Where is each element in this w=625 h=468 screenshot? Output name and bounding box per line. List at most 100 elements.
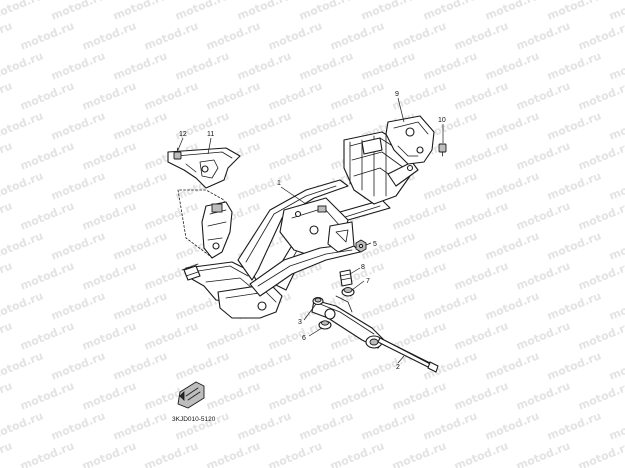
watermark-text: motod.ru: [0, 49, 45, 82]
watermark-text: motod.ru: [111, 109, 169, 142]
watermark-text: motod.ru: [204, 19, 262, 52]
collar-part-3: [312, 296, 324, 306]
bolt-part-12: [173, 147, 182, 160]
watermark-text: motod.ru: [421, 289, 479, 322]
watermark-text: motod.ru: [18, 319, 76, 352]
watermark-text: motod.ru: [18, 379, 76, 412]
watermark-text: motod.ru: [49, 49, 107, 82]
watermark-text: motod.ru: [173, 49, 231, 82]
watermark-text: motod.ru: [49, 349, 107, 382]
watermark-text: motod.ru: [0, 139, 14, 172]
watermark-text: motod.ru: [80, 139, 138, 172]
watermark-text: motod.ru: [390, 379, 448, 412]
watermark-text: motod.ru: [483, 49, 541, 82]
watermark-text: motod.ru: [483, 289, 541, 322]
watermark-text: motod.ru: [421, 409, 479, 442]
watermark-text: motod.ru: [576, 19, 625, 52]
watermark-text: motod.ru: [421, 229, 479, 262]
watermark-text: motod.ru: [452, 439, 510, 468]
watermark-text: motod.ru: [49, 289, 107, 322]
watermark-text: motod.ru: [0, 259, 14, 292]
watermark-text: motod.ru: [0, 319, 14, 352]
watermark-text: motod.ru: [328, 379, 386, 412]
bushing-part-6: [318, 320, 332, 330]
watermark-text: motod.ru: [0, 229, 45, 262]
front-direction-arrow-icon: [177, 381, 205, 409]
watermark-text: motod.ru: [607, 49, 625, 82]
main-frame-part-1: [237, 131, 419, 297]
watermark-text: motod.ru: [18, 139, 76, 172]
watermark-text: motod.ru: [576, 139, 625, 172]
watermark-text: motod.ru: [452, 79, 510, 112]
watermark-text: motod.ru: [49, 169, 107, 202]
watermark-text: motod.ru: [576, 79, 625, 112]
watermark-text: motod.ru: [49, 229, 107, 262]
callout-8: 8: [361, 264, 365, 271]
watermark-text: motod.ru: [483, 349, 541, 382]
watermark-text: motod.ru: [80, 439, 138, 468]
watermark-text: motod.ru: [607, 109, 625, 142]
watermark-text: motod.ru: [607, 0, 625, 23]
watermark-text: motod.ru: [483, 169, 541, 202]
watermark-text: motod.ru: [421, 169, 479, 202]
watermark-text: motod.ru: [235, 109, 293, 142]
watermark-text: motod.ru: [545, 229, 603, 262]
watermark-text: motod.ru: [18, 259, 76, 292]
watermark-text: motod.ru: [111, 0, 169, 23]
bolt-part-10: [438, 143, 447, 157]
watermark-text: motod.ru: [514, 79, 572, 112]
watermark-text: motod.ru: [514, 439, 572, 468]
callout-10: 10: [438, 117, 446, 124]
watermark-text: motod.ru: [483, 409, 541, 442]
watermark-text: motod.ru: [576, 439, 625, 468]
watermark-text: motod.ru: [173, 349, 231, 382]
watermark-text: motod.ru: [483, 109, 541, 142]
watermark-text: motod.ru: [235, 49, 293, 82]
watermark-text: motod.ru: [452, 319, 510, 352]
watermark-text: motod.ru: [49, 409, 107, 442]
watermark-text: motod.ru: [80, 379, 138, 412]
watermark-text: motod.ru: [142, 19, 200, 52]
bolt-part-2: [377, 337, 439, 373]
watermark-text: motod.ru: [0, 439, 14, 468]
watermark-text: motod.ru: [452, 259, 510, 292]
watermark-text: motod.ru: [235, 169, 293, 202]
watermark-text: motod.ru: [297, 0, 355, 23]
watermark-text: motod.ru: [359, 409, 417, 442]
watermark-text: motod.ru: [111, 409, 169, 442]
watermark-text: motod.ru: [266, 319, 324, 352]
watermark-text: motod.ru: [49, 109, 107, 142]
watermark-text: motod.ru: [204, 319, 262, 352]
watermark-text: motod.ru: [142, 199, 200, 232]
watermark-text: motod.ru: [0, 109, 45, 142]
callout-6: 6: [302, 335, 306, 342]
watermark-text: motod.ru: [297, 409, 355, 442]
watermark-text: motod.ru: [514, 19, 572, 52]
watermark-text: motod.ru: [576, 259, 625, 292]
watermark-text: motod.ru: [452, 199, 510, 232]
watermark-text: motod.ru: [80, 79, 138, 112]
watermark-text: motod.ru: [80, 19, 138, 52]
watermark-text: motod.ru: [0, 289, 45, 322]
watermark-text: motod.ru: [328, 439, 386, 468]
watermark-text: motod.ru: [49, 0, 107, 23]
watermark-text: motod.ru: [18, 79, 76, 112]
watermark-text: motod.ru: [297, 49, 355, 82]
watermark-text: motod.ru: [514, 319, 572, 352]
watermark-text: motod.ru: [0, 19, 14, 52]
spacer-part-8: [339, 269, 353, 287]
watermark-text: motod.ru: [607, 409, 625, 442]
watermark-text: motod.ru: [452, 379, 510, 412]
watermark-text: motod.ru: [0, 349, 45, 382]
callout-9: 9: [395, 91, 399, 98]
watermark-text: motod.ru: [142, 319, 200, 352]
nut-part-5: [355, 239, 367, 253]
dashed-guide: [177, 189, 227, 257]
watermark-text: motod.ru: [452, 139, 510, 172]
callout-7: 7: [366, 278, 370, 285]
watermark-text: motod.ru: [18, 439, 76, 468]
leader-lines: [177, 97, 444, 364]
watermark-text: motod.ru: [359, 289, 417, 322]
watermark-text: motod.ru: [483, 0, 541, 23]
